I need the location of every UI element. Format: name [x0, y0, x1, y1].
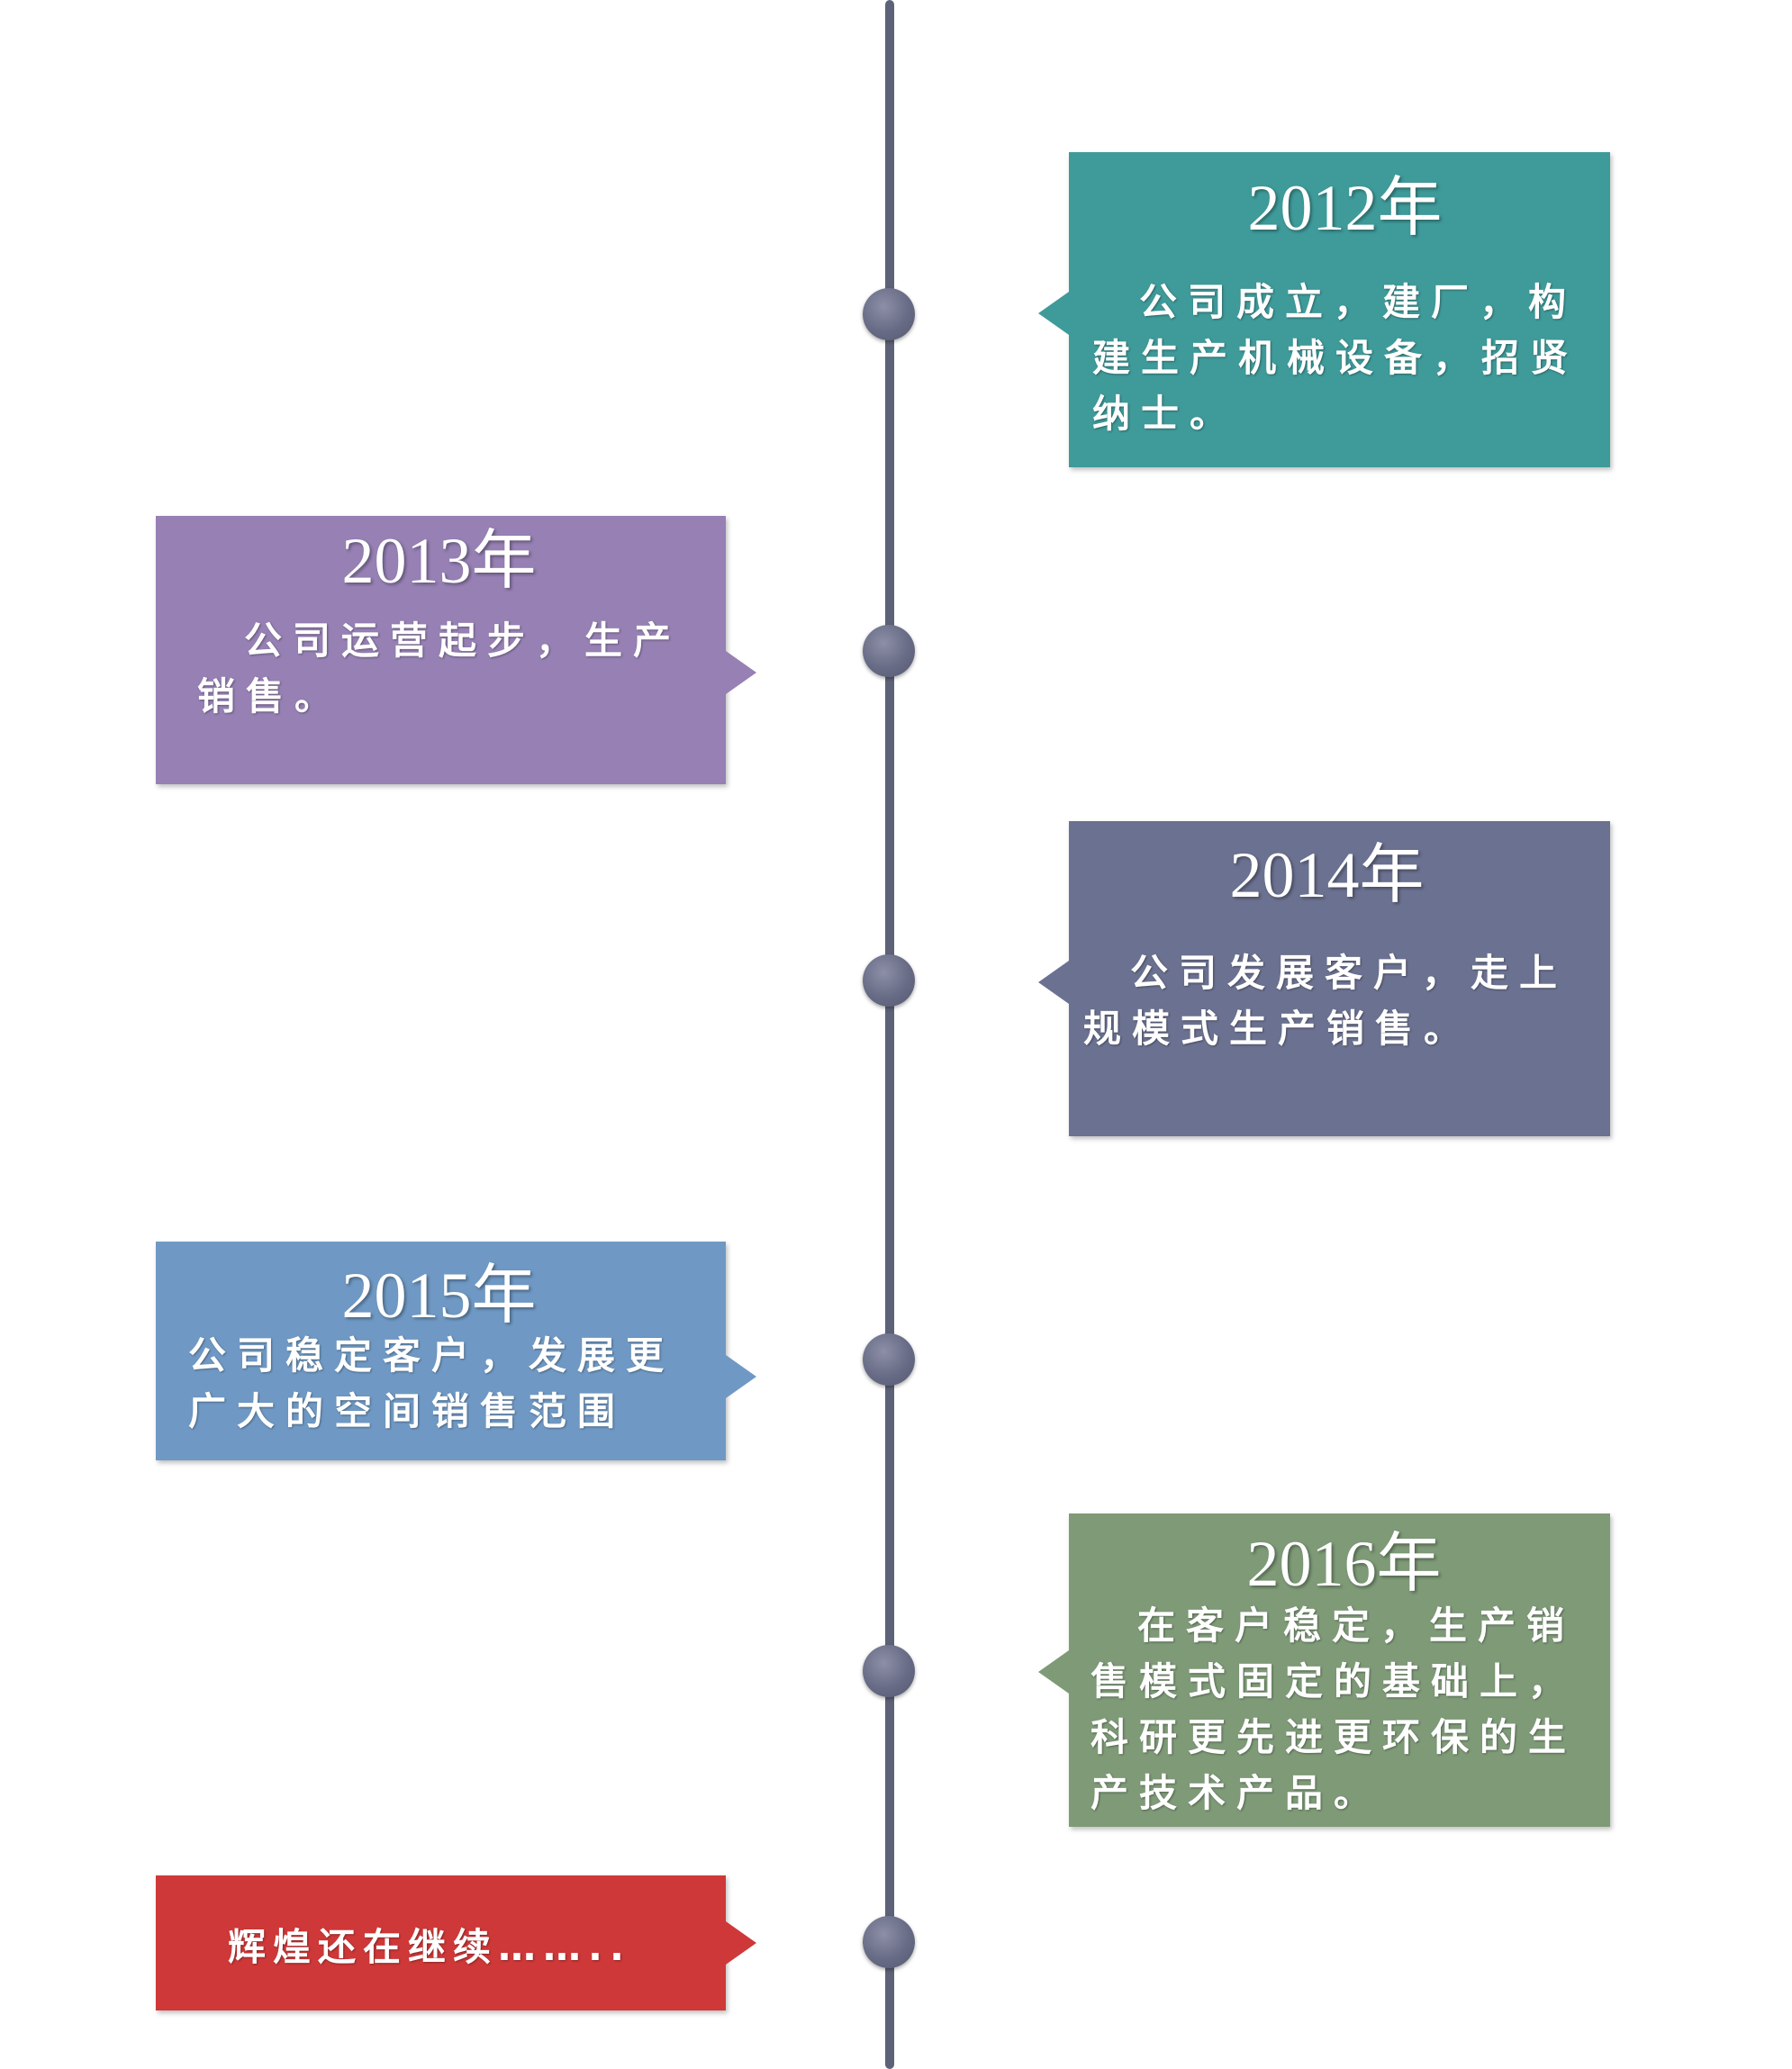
timeline-node-2013	[863, 625, 915, 677]
milestone-year: 2015年	[341, 1260, 537, 1332]
timeline-node-2015	[863, 1333, 915, 1386]
milestone-card-2014: 2014年 公司发展客户，走上规模式生产销售。	[1038, 821, 1610, 1136]
final-text: 辉煌还在继续……..	[228, 1925, 631, 1969]
milestone-year: 2012年	[1247, 172, 1443, 244]
milestone-text: 在客户稳定，生产销售模式固定的基础上，科研更先进更环保的生产技术产品。	[1091, 1604, 1578, 1815]
milestone-card-2016: 2016年 在客户稳定，生产销售模式固定的基础上，科研更先进更环保的生产技术产品…	[1038, 1513, 1610, 1827]
milestone-text: 公司稳定客户，发展更广大的空间销售范围	[188, 1333, 675, 1433]
milestone-text: 公司发展客户，走上规模式生产销售。	[1083, 951, 1569, 1051]
milestone-card-final: 辉煌还在继续……..	[156, 1875, 756, 2010]
timeline-node-2016	[863, 1645, 915, 1697]
milestone-text: 公司运营起步，生产销售。	[197, 619, 683, 718]
milestone-text: 公司成立，建厂，构建生产机械设备，招贤纳士。	[1092, 280, 1579, 436]
milestone-card-2012: 2012年 公司成立，建厂，构建生产机械设备，招贤纳士。	[1038, 152, 1610, 467]
milestone-card-2013: 2013年 公司运营起步，生产销售。	[156, 516, 756, 784]
milestone-card-2015: 2015年 公司稳定客户，发展更广大的空间销售范围	[156, 1242, 756, 1460]
timeline-axis	[885, 0, 894, 2069]
timeline-node-final	[863, 1916, 915, 1968]
milestone-year: 2016年	[1246, 1528, 1442, 1600]
milestone-year: 2013年	[341, 525, 537, 597]
timeline-node-2014	[863, 954, 915, 1007]
milestone-year: 2014年	[1229, 839, 1425, 911]
timeline-node-2012	[863, 288, 915, 340]
